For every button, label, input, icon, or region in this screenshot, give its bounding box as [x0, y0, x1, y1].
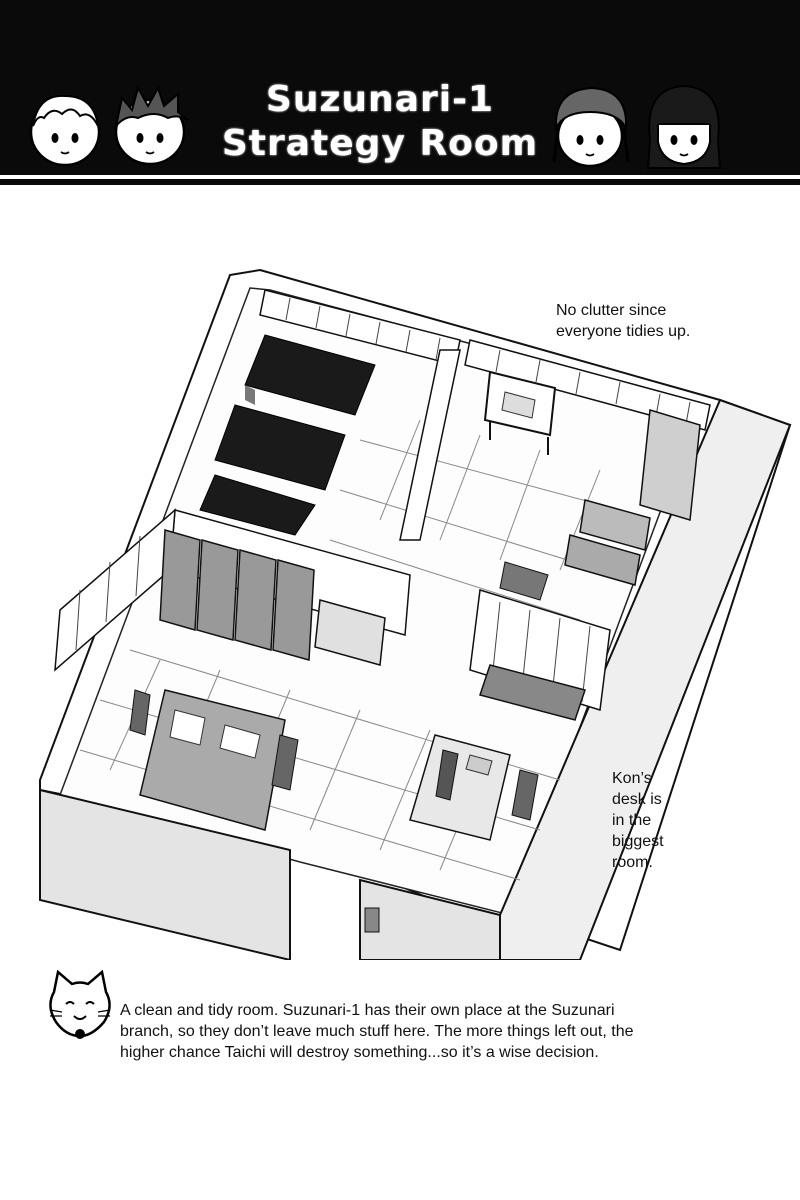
intercom-panel [364, 907, 380, 933]
note-no-clutter: No clutter since everyone tidies up. [556, 302, 691, 340]
sofa [479, 664, 586, 721]
caption-text: A clean and tidy room. Suzunari-1 has th… [120, 1002, 634, 1061]
spiky-hair-boy-face-icon [114, 85, 189, 166]
note-kon-desk: Kon’s desk is in the biggest room. [612, 770, 664, 871]
front-wall-left [39, 788, 291, 960]
partition-walls [54, 289, 711, 711]
black-hair-girl-face-icon [646, 84, 722, 169]
floor-plan-illustration [39, 268, 792, 960]
kon-desk [409, 734, 539, 841]
cat-face-icon [49, 970, 111, 1039]
cabinet [639, 409, 701, 521]
header-rule [0, 179, 800, 185]
tv-stand [564, 499, 651, 586]
whiteboard [483, 370, 557, 455]
cap-girl-face-icon [552, 86, 630, 168]
title-line-1: Suzunari-1 [265, 78, 495, 121]
title-line-2: Strategy Room [221, 122, 539, 165]
blond-boy-face-icon [29, 94, 101, 167]
lockers [159, 529, 386, 666]
page-title: Suzunari-1 Strategy Room [180, 78, 580, 166]
armchair [499, 561, 549, 601]
front-wall-right [359, 878, 501, 960]
beds [199, 334, 376, 536]
window-frames [75, 297, 691, 703]
meeting-table [129, 689, 299, 831]
